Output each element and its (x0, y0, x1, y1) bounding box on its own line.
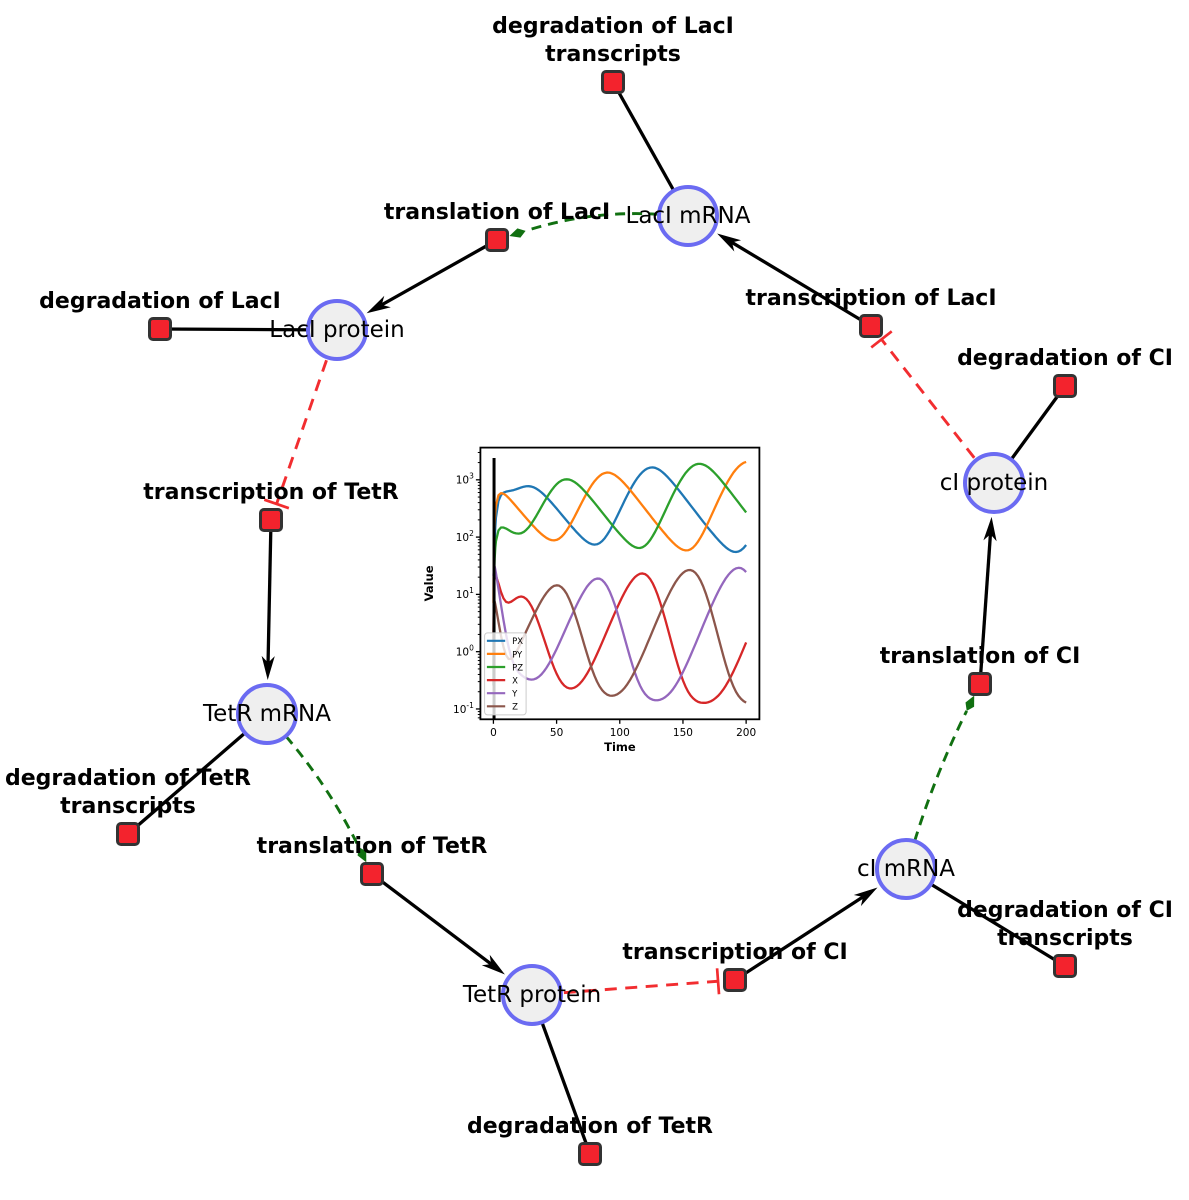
edge-production (734, 895, 864, 982)
modifier-arrowhead (357, 847, 367, 863)
legend-label: Z (512, 703, 518, 713)
edge-layer (126, 81, 1067, 1155)
species-node-laci-protein[interactable] (306, 299, 368, 361)
inhibition-tee-bar (715, 968, 721, 995)
legend-label: Y (511, 690, 518, 700)
reaction-label-transcription-of-ci: transcription of CI (622, 940, 848, 965)
y-tick-label: 10-1 (453, 701, 474, 716)
edge-production (380, 238, 498, 307)
reaction-node-transcription-of-laci[interactable] (859, 314, 883, 338)
species-node-ci-mrna[interactable] (875, 838, 937, 900)
production-arrowhead (853, 887, 878, 907)
edge-production (731, 241, 872, 328)
chart-ylabel: Value (422, 565, 436, 601)
legend-label: PZ (512, 663, 523, 673)
modifier-arrowhead (965, 695, 975, 711)
reaction-node-degradation-of-ci[interactable] (1053, 374, 1077, 398)
edge-inhibition (880, 338, 976, 459)
reaction-label-translation-of-ci: translation of CI (879, 644, 1081, 669)
series-PZ (492, 462, 748, 686)
edge-production (978, 534, 993, 685)
species-label-tetr-mrna: TetR mRNA (203, 701, 331, 727)
chart-xlabel: Time (604, 740, 636, 754)
legend-label: PY (512, 650, 523, 660)
species-label-laci-mrna: LacI mRNA (625, 203, 751, 229)
edge-consumption (905, 867, 1066, 968)
reaction-label-degradation-of-laci: degradation of LacI (39, 289, 281, 314)
reaction-node-degradation-of-ci-transcripts[interactable] (1053, 954, 1077, 978)
species-label-laci-protein: LacI protein (269, 317, 405, 343)
reaction-label-degradation-of-tetr: degradation of TetR (466, 1114, 714, 1139)
inhibition-tee-bar (870, 330, 893, 349)
species-node-laci-mrna[interactable] (657, 185, 719, 247)
reaction-node-transcription-of-tetr[interactable] (259, 508, 283, 532)
edge-inhibition (275, 359, 328, 505)
chart-y-tick-labels: 10-1 100 101 102 103 (453, 472, 474, 716)
modifier-arrowhead (509, 228, 526, 238)
y-tick-label: 103 (456, 472, 474, 487)
edge-production (266, 519, 273, 663)
production-arrowhead (261, 655, 275, 680)
reaction-label-degradation-of-tetr-transcripts: degradation of TetR transcripts (4, 766, 252, 819)
edge-inhibition (563, 979, 719, 995)
edge-modifier (913, 710, 968, 842)
reaction-node-translation-of-laci[interactable] (485, 228, 509, 252)
reaction-node-transcription-of-ci[interactable] (723, 968, 747, 992)
edge-modifier (525, 212, 660, 233)
x-tick-label: 0 (490, 727, 497, 739)
production-arrowhead (717, 233, 742, 252)
reaction-label-translation-of-laci: translation of LacI (383, 200, 611, 225)
reaction-label-degradation-of-ci: degradation of CI (957, 346, 1173, 371)
reaction-node-translation-of-ci[interactable] (968, 672, 992, 696)
reaction-label-translation-of-tetr: translation of TetR (256, 834, 488, 859)
reaction-node-degradation-of-laci[interactable] (148, 317, 172, 341)
legend-label: PX (512, 637, 523, 647)
y-tick-label: 101 (456, 586, 474, 601)
reaction-label-transcription-of-laci: transcription of LacI (745, 286, 997, 311)
chart-legend: PX PY PZ XYZ (484, 632, 527, 716)
reaction-node-degradation-of-tetr[interactable] (578, 1142, 602, 1166)
inhibition-tee-bar (263, 498, 290, 510)
x-tick-label: 200 (736, 727, 756, 739)
reaction-node-degradation-of-laci-transcripts[interactable] (601, 70, 625, 94)
species-node-tetr-protein[interactable] (501, 964, 563, 1026)
reaction-node-translation-of-tetr[interactable] (360, 862, 384, 886)
species-label-ci-protein: cI protein (939, 470, 1049, 496)
x-tick-label: 100 (610, 727, 630, 739)
series-PX (492, 466, 748, 686)
edge-production (371, 872, 493, 966)
legend-label: X (512, 677, 518, 687)
chart-spines (479, 446, 761, 721)
production-arrowhead (366, 295, 391, 314)
species-node-tetr-mrna[interactable] (236, 683, 298, 745)
production-arrowhead (983, 516, 997, 542)
chart-x-tick-labels: 0 50 100 150 200 (490, 727, 756, 739)
reaction-label-transcription-of-tetr: transcription of TetR (143, 480, 399, 505)
y-tick-label: 102 (456, 529, 474, 544)
edge-modifier (284, 735, 361, 848)
y-tick-label: 100 (456, 643, 474, 658)
production-arrowhead (481, 954, 505, 975)
species-label-ci-mrna: cI mRNA (856, 856, 956, 882)
x-tick-label: 150 (673, 727, 693, 739)
reaction-label-degradation-of-laci-transcripts: degradation of LacI transcripts (492, 14, 734, 67)
series-PY (492, 460, 747, 603)
species-node-ci-protein[interactable] (963, 452, 1025, 514)
reaction-label-degradation-of-ci-transcripts: degradation of CI transcripts (957, 898, 1173, 951)
species-label-tetr-protein: TetR protein (462, 982, 602, 1008)
series-X (492, 572, 748, 704)
chart-plot-area (480, 447, 760, 720)
reaction-node-degradation-of-tetr-transcripts[interactable] (116, 822, 140, 846)
x-tick-label: 50 (550, 727, 563, 739)
